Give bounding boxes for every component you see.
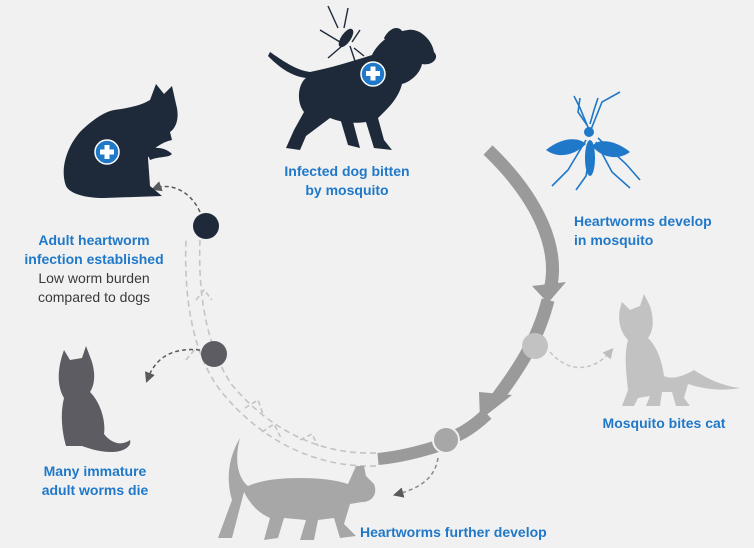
label-mosquito-bites-cat-line1: Mosquito bites cat bbox=[584, 414, 744, 433]
stage-node-adult bbox=[193, 213, 219, 239]
stage-node-further-develop bbox=[433, 427, 459, 453]
stage-node-immature bbox=[201, 341, 227, 367]
stage-node-mosquito-bite bbox=[522, 333, 548, 359]
mosquito-icon bbox=[546, 92, 640, 190]
developing-cat-icon bbox=[218, 438, 375, 540]
label-infected-dog-line1: Infected dog bitten bbox=[272, 162, 422, 181]
label-heartworms-mosquito-line1: Heartworms develop bbox=[574, 212, 724, 231]
label-mosquito-bites-cat: Mosquito bites cat bbox=[584, 414, 744, 433]
arrow-to-developing-cat bbox=[398, 458, 438, 494]
label-adult-infection-line2: infection established bbox=[14, 250, 174, 269]
infected-dog-icon bbox=[268, 28, 436, 150]
label-further-develop: Heartworms further develop bbox=[360, 523, 580, 542]
label-immature-die: Many immature adult worms die bbox=[20, 462, 170, 500]
dying-cat-icon bbox=[59, 346, 131, 452]
label-adult-infection-line1: Adult heartworm bbox=[14, 231, 174, 250]
arrow-to-adult-cat bbox=[156, 186, 200, 212]
infected-cat-icon bbox=[64, 84, 178, 198]
medical-cross-icon bbox=[361, 62, 385, 86]
label-adult-infection: Adult heartworm infection established Lo… bbox=[14, 231, 174, 307]
label-infected-dog: Infected dog bitten by mosquito bbox=[272, 162, 422, 200]
label-adult-infection-line3: Low worm burden bbox=[14, 269, 174, 288]
label-immature-die-line2: adult worms die bbox=[20, 481, 170, 500]
label-heartworms-mosquito: Heartworms develop in mosquito bbox=[574, 212, 724, 250]
label-further-develop-line1: Heartworms further develop bbox=[360, 523, 580, 542]
arrow-to-bitten-cat bbox=[550, 352, 610, 367]
label-infected-dog-line2: by mosquito bbox=[272, 181, 422, 200]
medical-cross-icon bbox=[95, 140, 119, 164]
bitten-cat-icon bbox=[619, 294, 740, 406]
label-heartworms-mosquito-line2: in mosquito bbox=[574, 231, 724, 250]
arrow-to-dying-cat bbox=[148, 350, 200, 378]
label-immature-die-line1: Many immature bbox=[20, 462, 170, 481]
label-adult-infection-line4: compared to dogs bbox=[14, 288, 174, 307]
cycle-arrow-right bbox=[479, 150, 566, 420]
biting-mosquito-icon bbox=[320, 6, 364, 64]
